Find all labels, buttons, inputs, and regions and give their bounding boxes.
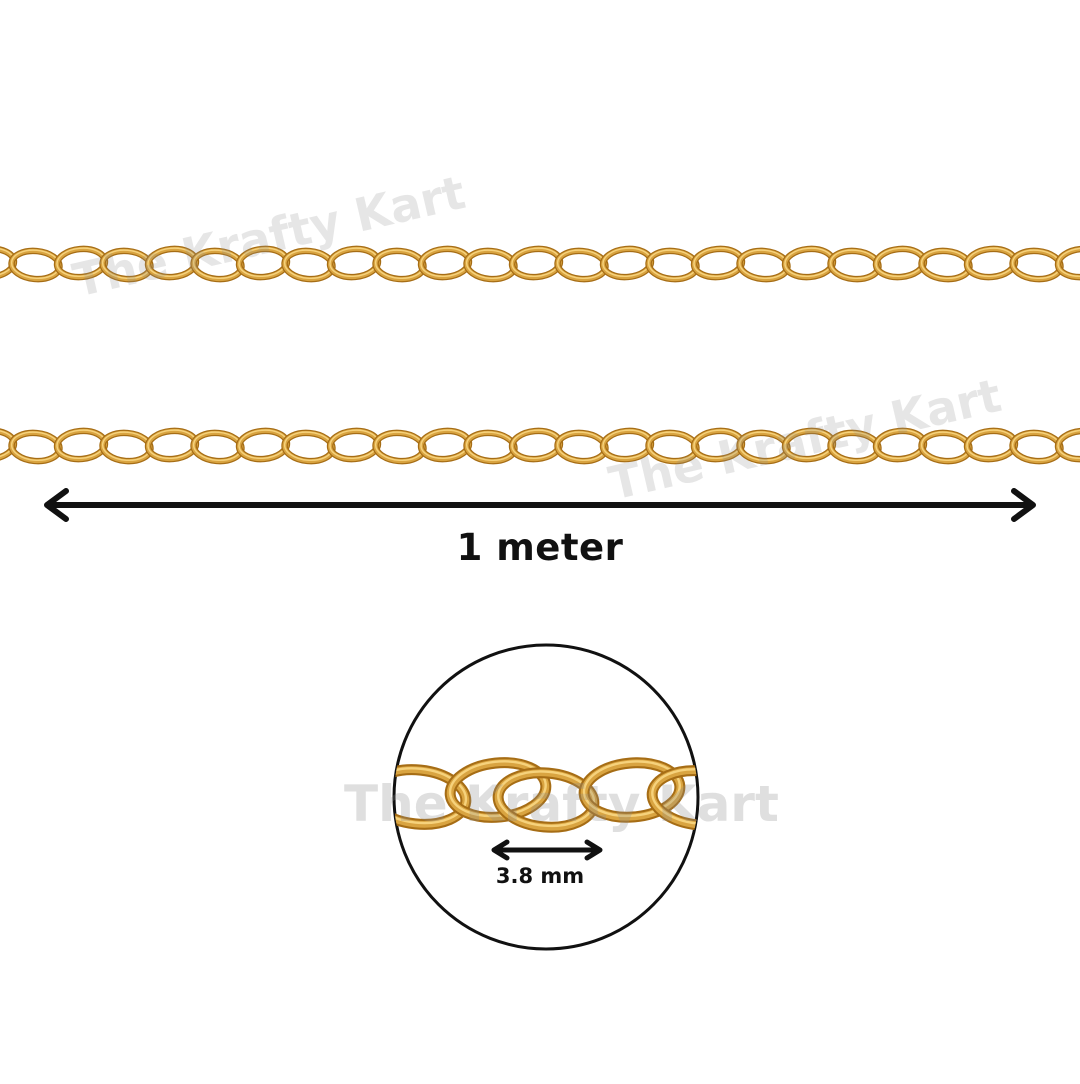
chain-link bbox=[599, 245, 655, 281]
chain-link bbox=[463, 247, 518, 283]
chain-link bbox=[781, 427, 837, 463]
chain-link bbox=[235, 427, 291, 463]
chain-link bbox=[99, 429, 154, 465]
chain-link bbox=[918, 247, 973, 283]
chain-link bbox=[144, 245, 200, 281]
magnifier-circle bbox=[392, 643, 700, 951]
chain-link bbox=[554, 429, 609, 465]
chain-link bbox=[645, 247, 700, 283]
chain-link bbox=[963, 427, 1019, 463]
chain-link bbox=[235, 245, 291, 281]
chain-link bbox=[417, 427, 473, 463]
chain-link bbox=[690, 427, 746, 463]
chain-link bbox=[578, 757, 686, 823]
chain-link bbox=[508, 245, 564, 281]
chain-link bbox=[53, 245, 109, 281]
chain-link bbox=[326, 427, 382, 463]
chain-link bbox=[736, 429, 791, 465]
chain-link bbox=[8, 429, 63, 465]
chain-link bbox=[444, 757, 552, 823]
chain-link bbox=[690, 245, 746, 281]
chain-link bbox=[281, 247, 336, 283]
chain-strand-top bbox=[0, 245, 1080, 283]
chain-link bbox=[99, 247, 154, 283]
chain-link bbox=[326, 245, 382, 281]
chain-link bbox=[281, 429, 336, 465]
chain-link bbox=[827, 247, 882, 283]
chain-link bbox=[781, 245, 837, 281]
size-arrow bbox=[491, 839, 603, 861]
chain-link bbox=[372, 247, 427, 283]
chain-link bbox=[872, 245, 928, 281]
chain-link bbox=[918, 429, 973, 465]
chain-link bbox=[1054, 427, 1080, 463]
chain-link bbox=[372, 429, 427, 465]
chain-link bbox=[53, 427, 109, 463]
chain-link bbox=[1009, 429, 1064, 465]
chain-strand-bottom bbox=[0, 427, 1080, 465]
chain-link bbox=[599, 427, 655, 463]
chain-link bbox=[736, 247, 791, 283]
link-size-label: 3.8 mm bbox=[495, 864, 585, 888]
chain-link bbox=[417, 245, 473, 281]
length-arrow bbox=[44, 488, 1036, 522]
length-label: 1 meter bbox=[456, 526, 624, 569]
chain-link bbox=[463, 429, 518, 465]
chain-link bbox=[963, 245, 1019, 281]
chain-link bbox=[190, 429, 245, 465]
chain-link bbox=[1054, 245, 1080, 281]
chain-link bbox=[394, 764, 472, 830]
chain-link bbox=[645, 429, 700, 465]
chain-link bbox=[8, 247, 63, 283]
chain-link bbox=[190, 247, 245, 283]
chain-link bbox=[554, 247, 609, 283]
chain-link bbox=[872, 427, 928, 463]
chain-link bbox=[144, 427, 200, 463]
chain-link bbox=[827, 429, 882, 465]
chain-link bbox=[1009, 247, 1064, 283]
chain-link bbox=[508, 427, 564, 463]
